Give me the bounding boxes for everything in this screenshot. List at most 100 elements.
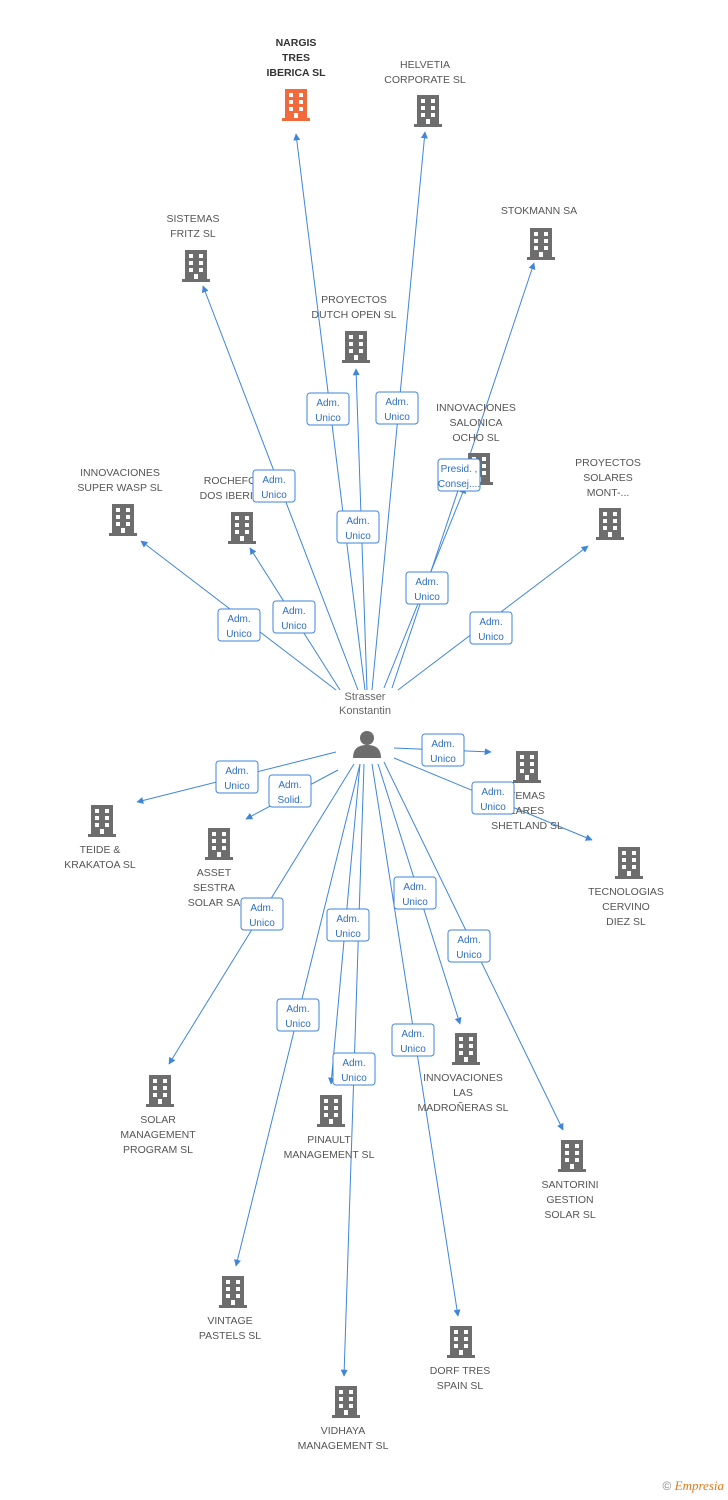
building-icon[interactable] [109,504,137,536]
company-name-line[interactable]: SALONICA [449,417,502,429]
company-name-line[interactable]: CERVINO [602,901,650,913]
company-name-line[interactable]: FRITZ SL [170,228,216,240]
company-node-sistemas-fritz[interactable]: SISTEMAS FRITZ SL [166,213,220,282]
company-node-stokmann[interactable]: STOKMANN SA [501,205,577,260]
relation-text: Adm. [342,1058,365,1069]
company-name-line[interactable]: PROGRAM SL [123,1144,193,1156]
relation-badge-frame [471,781,515,815]
company-node-pinault[interactable]: PINAULT MANAGEMENT SL [284,1095,375,1161]
company-node-rochefort[interactable]: ROCHEFO DOS IBERIC [200,475,261,544]
company-name-line[interactable]: MONT-... [587,487,630,499]
company-node-solar-management[interactable]: SOLAR MANAGEMENT PROGRAM SL [120,1075,196,1156]
company-name-line[interactable]: SOLARES [583,472,633,484]
building-icon[interactable] [596,508,624,540]
company-name-line[interactable]: CORPORATE SL [384,74,466,86]
company-name-line[interactable]: SPAIN SL [437,1380,484,1392]
company-node-innovaciones-super-wasp[interactable]: INNOVACIONES SUPER WASP SL [77,467,163,536]
company-name-line[interactable]: OCHO SL [452,432,499,444]
company-name-line[interactable]: DUTCH OPEN SL [311,309,396,321]
company-name-line[interactable]: SANTORINI [542,1179,599,1191]
company-node-santorini[interactable]: SANTORINI GESTION SOLAR SL [542,1140,599,1221]
building-icon[interactable] [205,828,233,860]
company-name-line[interactable]: NARGIS [276,37,317,49]
building-icon[interactable] [452,1033,480,1065]
company-name-line[interactable]: MANAGEMENT SL [284,1149,375,1161]
company-name-line[interactable]: ROCHEFO [204,475,257,487]
company-name-line[interactable]: LARES [510,805,544,817]
company-name-line[interactable]: ASSET [197,867,232,879]
company-name-line[interactable]: PROYECTOS [321,294,387,306]
brand-logo[interactable]: Empresia [674,1478,724,1493]
company-name-line[interactable]: VIDHAYA [321,1425,366,1437]
company-name-line[interactable]: STOKMANN SA [501,205,577,217]
building-icon[interactable] [558,1140,586,1172]
company-name-line[interactable]: SUPER WASP SL [77,482,162,494]
company-name-line[interactable]: TEMAS [509,790,545,802]
center-node[interactable]: Strasser Konstantin [339,691,391,758]
company-node-tecnologias-cervino[interactable]: TECNOLOGIAS CERVINO DIEZ SL [588,847,664,928]
relation-text: Adm. [225,766,248,777]
company-node-teide[interactable]: TEIDE & KRAKATOA SL [64,805,136,871]
relation-text: Unico [315,413,341,424]
company-name-line[interactable]: TEIDE & [80,844,121,856]
building-icon[interactable] [317,1095,345,1127]
relation-badge-proyectos-dutch: Adm.Unico [336,510,380,544]
company-node-asset-sestra[interactable]: ASSET SESTRA SOLAR SA [188,828,241,909]
building-icon[interactable] [182,250,210,282]
company-node-sistemas-shetland[interactable]: TEMAS LARES SHETLAND SL [491,751,563,832]
company-name-line[interactable]: INNOVACIONES [423,1072,503,1084]
company-node-innovaciones-salonica[interactable]: INNOVACIONES SALONICA OCHO SL [436,402,516,485]
company-name-line[interactable]: DOS IBERIC [200,490,261,502]
company-name-line[interactable]: MANAGEMENT [120,1129,196,1141]
company-name-line[interactable]: DIEZ SL [606,916,646,928]
company-name-line[interactable]: SISTEMAS [166,213,219,225]
building-icon[interactable] [527,228,555,260]
company-name-line[interactable]: SHETLAND SL [491,820,563,832]
relation-badge-nargis: Adm.Unico [306,392,350,426]
company-name-line[interactable]: VINTAGE [207,1315,252,1327]
building-icon[interactable] [146,1075,174,1107]
company-node-dorf[interactable]: DORF TRES SPAIN SL [430,1326,490,1392]
building-icon[interactable] [88,805,116,837]
company-node-nargis[interactable]: NARGIS TRES IBERICA SL [266,37,326,121]
company-name-line[interactable]: HELVETIA [400,59,450,71]
building-icon[interactable] [332,1386,360,1418]
company-name-line[interactable]: LAS [453,1087,473,1099]
company-node-vintage[interactable]: VINTAGE PASTELS SL [199,1276,261,1342]
building-icon[interactable] [219,1276,247,1308]
relation-badge-innovaciones-madronas: Adm.Unico [393,876,437,910]
company-node-vidhaya[interactable]: VIDHAYA MANAGEMENT SL [298,1386,389,1452]
company-name-line[interactable]: PINAULT [307,1134,351,1146]
company-name-line[interactable]: SOLAR SL [544,1209,596,1221]
company-name-line[interactable]: TRES [282,52,310,64]
building-icon[interactable] [228,512,256,544]
company-node-proyectos-dutch[interactable]: PROYECTOS DUTCH OPEN SL [311,294,397,363]
company-name-line[interactable]: SESTRA [193,882,235,894]
company-name-line[interactable]: PROYECTOS [575,457,641,469]
relation-badge-frame [240,897,284,931]
building-icon[interactable] [414,95,442,127]
building-icon[interactable] [342,331,370,363]
company-name-line[interactable]: TECNOLOGIAS [588,886,664,898]
building-icon[interactable] [513,751,541,783]
company-name-line[interactable]: SOLAR SA [188,897,241,909]
building-icon[interactable] [282,89,310,121]
company-name-line[interactable]: INNOVACIONES [80,467,160,479]
company-name-line[interactable]: DORF TRES [430,1365,490,1377]
company-node-innovaciones-madronas[interactable]: INNOVACIONES LAS MADROÑERAS SL [417,1033,509,1114]
relation-badge-santorini: Adm.Unico [447,929,491,963]
company-name-line[interactable]: PASTELS SL [199,1330,261,1342]
company-name-line[interactable]: INNOVACIONES [436,402,516,414]
building-icon[interactable] [447,1326,475,1358]
building-icon[interactable] [615,847,643,879]
person-icon[interactable] [353,731,381,758]
company-name-line[interactable]: MADROÑERAS SL [417,1101,508,1114]
company-node-helvetia[interactable]: HELVETIA CORPORATE SL [384,59,466,127]
company-name-line[interactable]: MANAGEMENT SL [298,1440,389,1452]
relation-badge-pinault: Adm.Unico [326,908,370,942]
company-name-line[interactable]: SOLAR [140,1114,176,1126]
company-name-line[interactable]: IBERICA SL [266,67,326,79]
company-name-line[interactable]: KRAKATOA SL [64,859,136,871]
company-name-line[interactable]: GESTION [546,1194,593,1206]
company-node-proyectos-solares-mont[interactable]: PROYECTOS SOLARES MONT-... [575,457,641,540]
